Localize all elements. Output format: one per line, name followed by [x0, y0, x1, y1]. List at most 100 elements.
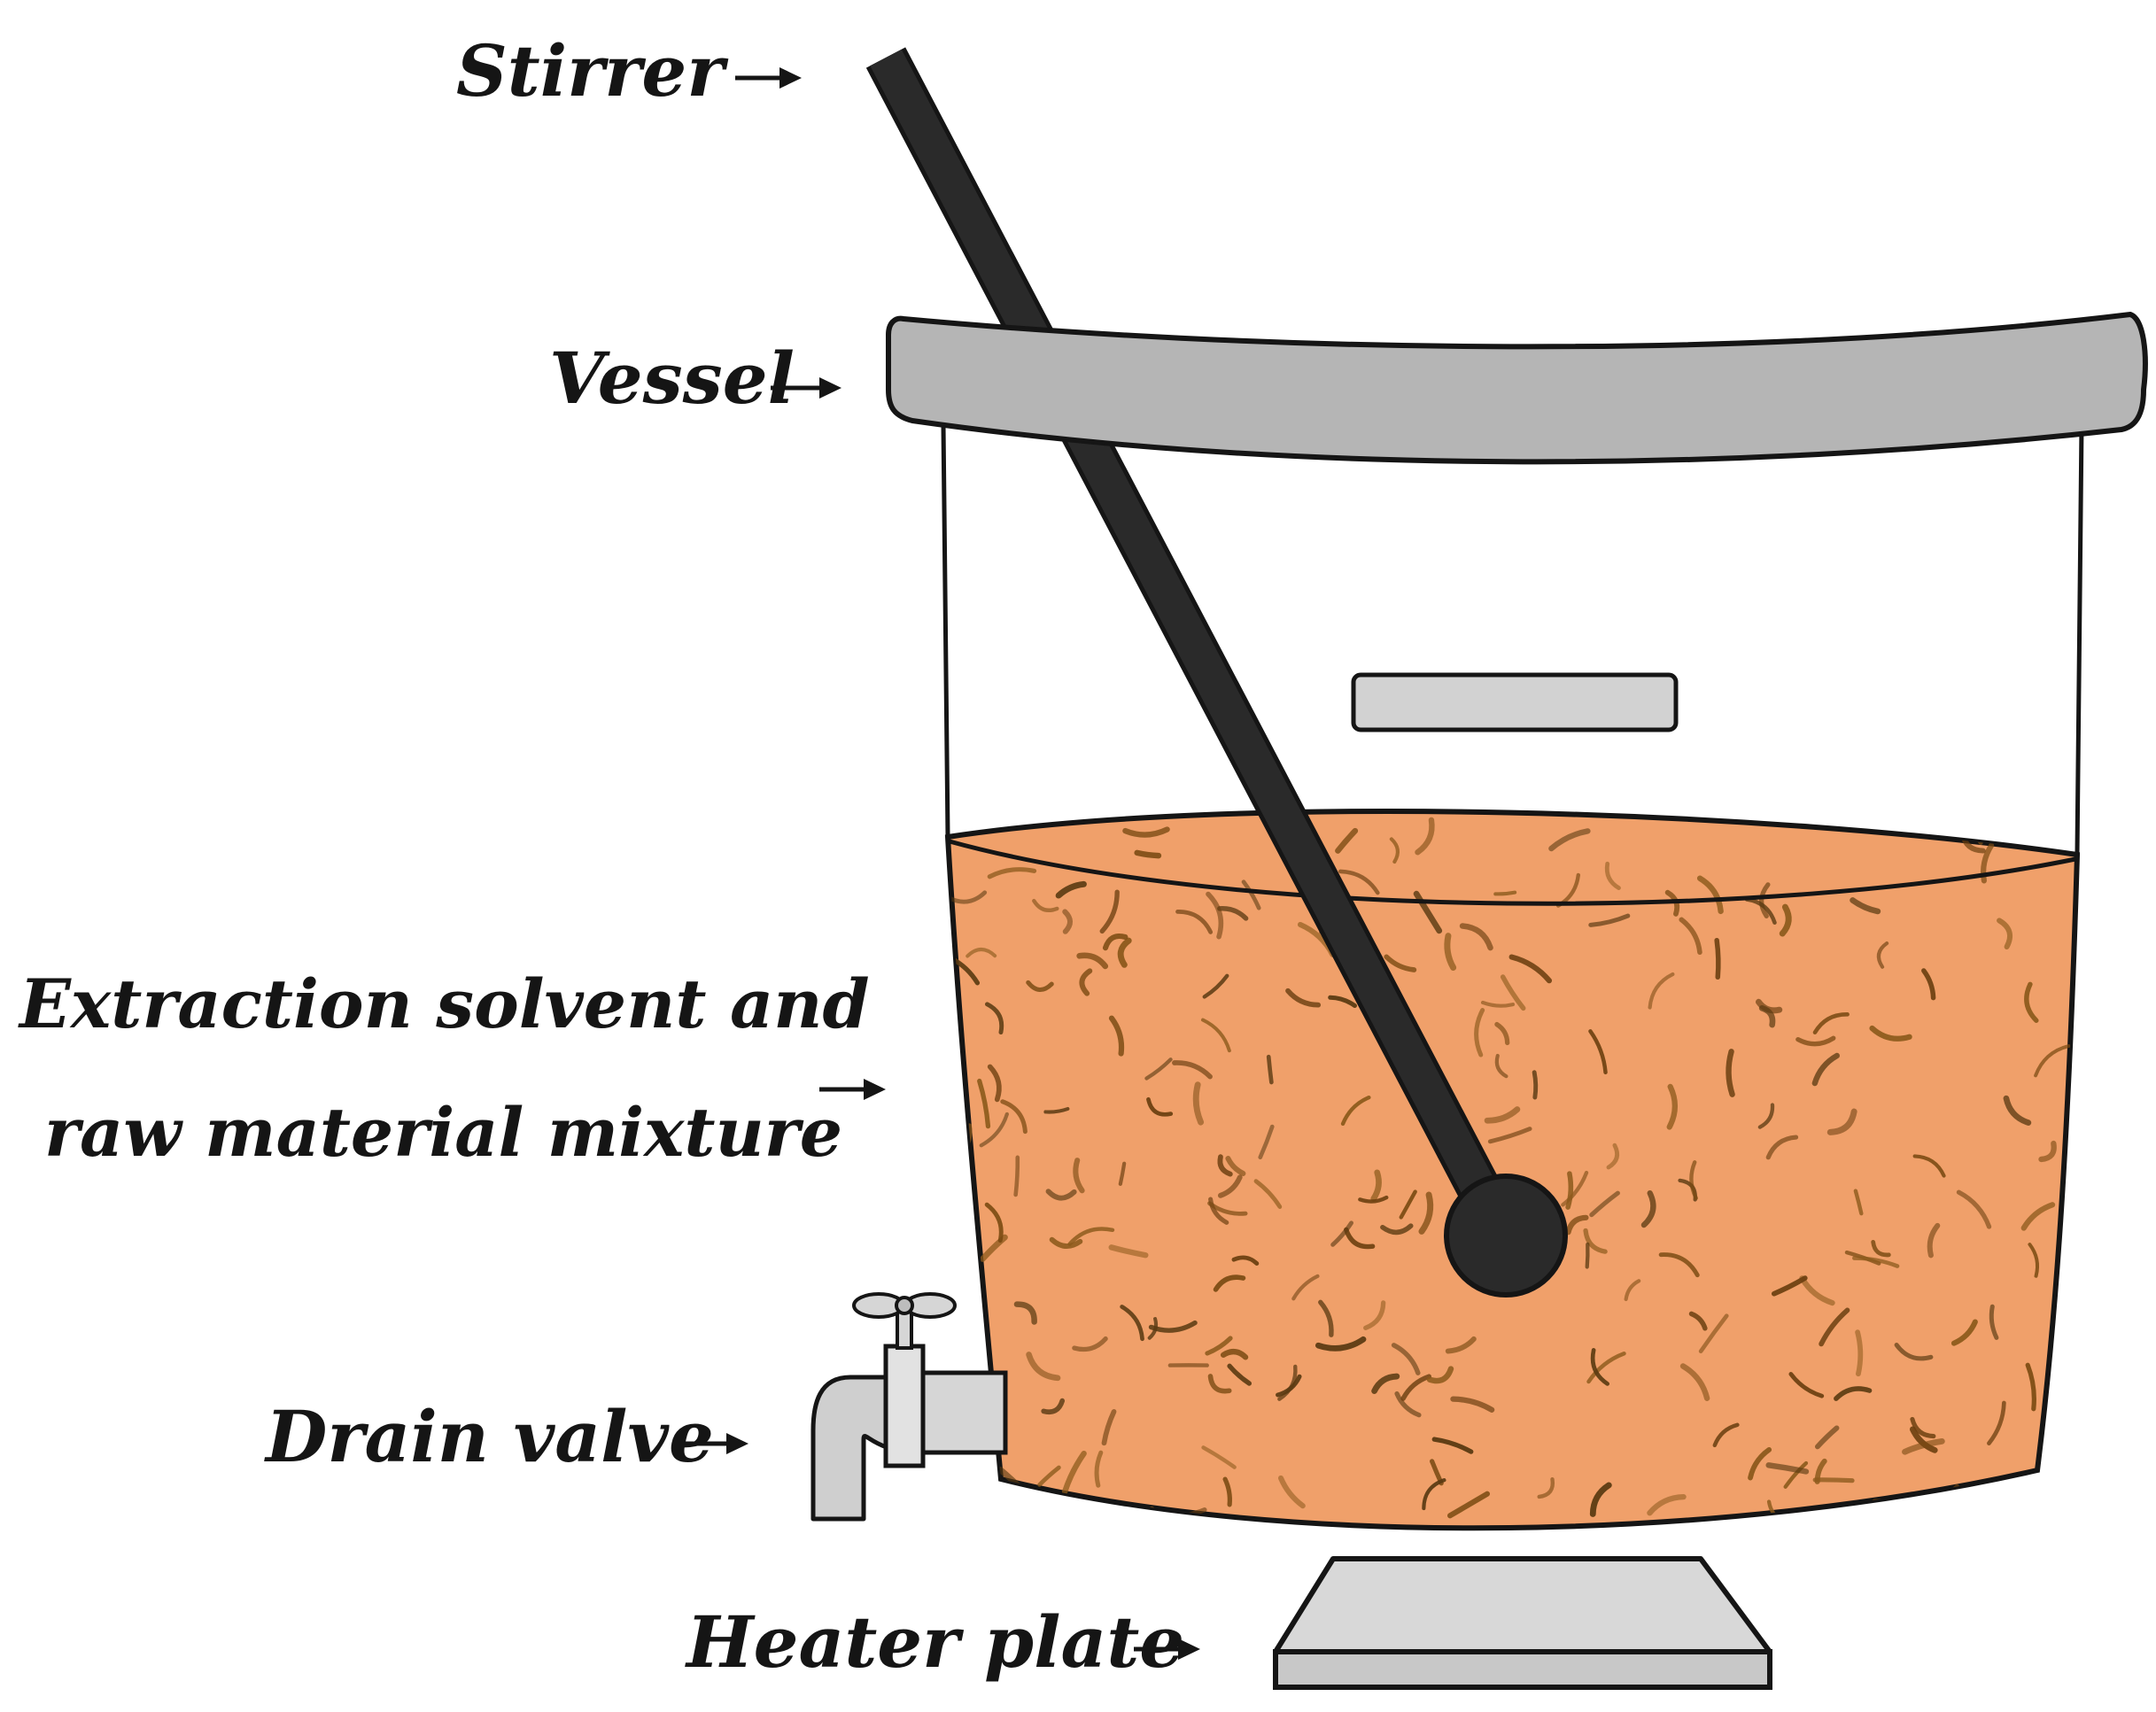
- flake: [1315, 1336, 1367, 1352]
- flake: [2038, 1140, 2057, 1163]
- flake: [1108, 1015, 1125, 1057]
- flake: [1172, 1060, 1213, 1080]
- label-heater-plate: Heater plate: [685, 1600, 1200, 1684]
- flake: [1758, 1004, 1776, 1028]
- flake: [1500, 974, 1526, 1011]
- flake: [2003, 1095, 2032, 1126]
- flake: [1431, 1437, 1474, 1454]
- flake: [1222, 1476, 1232, 1507]
- flake: [1062, 909, 1074, 934]
- flake: [1192, 1081, 1205, 1126]
- flake: [1588, 913, 1631, 927]
- drain-valve: [810, 1292, 1008, 1522]
- flake: [1213, 1274, 1246, 1292]
- flake: [1997, 918, 2013, 950]
- flake: [1586, 1351, 1626, 1384]
- vessel-window: [1351, 672, 1679, 732]
- label-vessel: Vessel: [549, 337, 841, 420]
- flake: [1253, 1179, 1283, 1209]
- flake: [1291, 1274, 1320, 1301]
- flake: [1459, 923, 1493, 951]
- flake: [1565, 1214, 1589, 1236]
- flake: [1399, 1189, 1417, 1220]
- flake: [1037, 1465, 1061, 1487]
- flake: [1208, 1197, 1229, 1225]
- flake: [1950, 1319, 1978, 1346]
- flake: [1819, 1307, 1850, 1347]
- flake: [1146, 1096, 1174, 1117]
- flake: [1122, 826, 1170, 838]
- flake: [1812, 1012, 1850, 1034]
- flake: [1073, 1158, 1085, 1194]
- label-drain-valve: Drain valve: [264, 1395, 748, 1478]
- flake: [1043, 1106, 1070, 1114]
- flake: [1400, 1374, 1431, 1401]
- flake: [1588, 1029, 1608, 1075]
- flake: [1067, 1227, 1115, 1246]
- flake: [1548, 828, 1591, 852]
- flake: [1202, 973, 1229, 999]
- flake: [1912, 1154, 1946, 1178]
- flake: [1118, 1161, 1127, 1186]
- flake: [1976, 1484, 1985, 1512]
- flake: [1277, 1364, 1298, 1401]
- flake: [1894, 1342, 1934, 1361]
- flake: [1426, 1366, 1454, 1384]
- flake: [977, 1078, 991, 1129]
- label-stirrer: Stirrer: [456, 29, 802, 112]
- flake: [1487, 1127, 1532, 1144]
- label-mixture: Extraction solvent and raw material mixt…: [18, 964, 886, 1172]
- flake: [1909, 1426, 1938, 1453]
- flake: [1394, 1391, 1422, 1418]
- flake: [1850, 897, 1881, 915]
- flake: [1726, 1049, 1735, 1097]
- flake: [1380, 1223, 1414, 1236]
- flake: [2020, 1202, 2056, 1231]
- flake: [1795, 1035, 1836, 1047]
- flake: [1413, 890, 1443, 934]
- flake: [1389, 837, 1400, 864]
- flake: [1902, 1437, 1945, 1455]
- flake: [1277, 1475, 1306, 1509]
- label-heater-plate-text: Heater plate: [685, 1600, 1184, 1684]
- flake: [1099, 889, 1120, 934]
- flake: [1714, 937, 1721, 980]
- flake: [1814, 1458, 1827, 1484]
- flake: [1205, 1336, 1233, 1356]
- flake: [948, 890, 988, 904]
- flake: [1779, 903, 1792, 937]
- flake: [1340, 1095, 1371, 1127]
- flake: [1049, 1236, 1083, 1249]
- flake: [1032, 898, 1059, 912]
- flake: [1494, 1021, 1510, 1046]
- flake: [1565, 1171, 1574, 1210]
- label-stirrer-text: Stirrer: [456, 29, 728, 112]
- flake: [1102, 933, 1128, 951]
- flake: [1812, 1477, 1855, 1483]
- flake: [1175, 909, 1214, 934]
- flake: [1447, 1491, 1490, 1519]
- flake: [1220, 1349, 1249, 1360]
- flake: [1876, 941, 1889, 969]
- flake: [1679, 917, 1702, 956]
- flake: [1532, 1070, 1539, 1100]
- flake: [1783, 1460, 1809, 1489]
- flake: [1045, 1189, 1077, 1201]
- flake: [1117, 937, 1132, 968]
- flake: [1200, 1018, 1231, 1053]
- flake: [1871, 1239, 1891, 1258]
- flake: [1124, 1506, 1155, 1529]
- flake: [1363, 1300, 1386, 1330]
- flake: [1258, 1124, 1275, 1160]
- flake: [1266, 1054, 1274, 1085]
- flake: [1853, 1189, 1864, 1216]
- flake: [1834, 1386, 1873, 1401]
- flake: [1852, 1256, 1900, 1268]
- flake: [1688, 1311, 1708, 1331]
- flake: [1590, 1348, 1610, 1386]
- mixture: [944, 809, 2081, 1531]
- flake: [1561, 1170, 1589, 1207]
- flake: [1241, 879, 1261, 910]
- flake: [1013, 1301, 1037, 1325]
